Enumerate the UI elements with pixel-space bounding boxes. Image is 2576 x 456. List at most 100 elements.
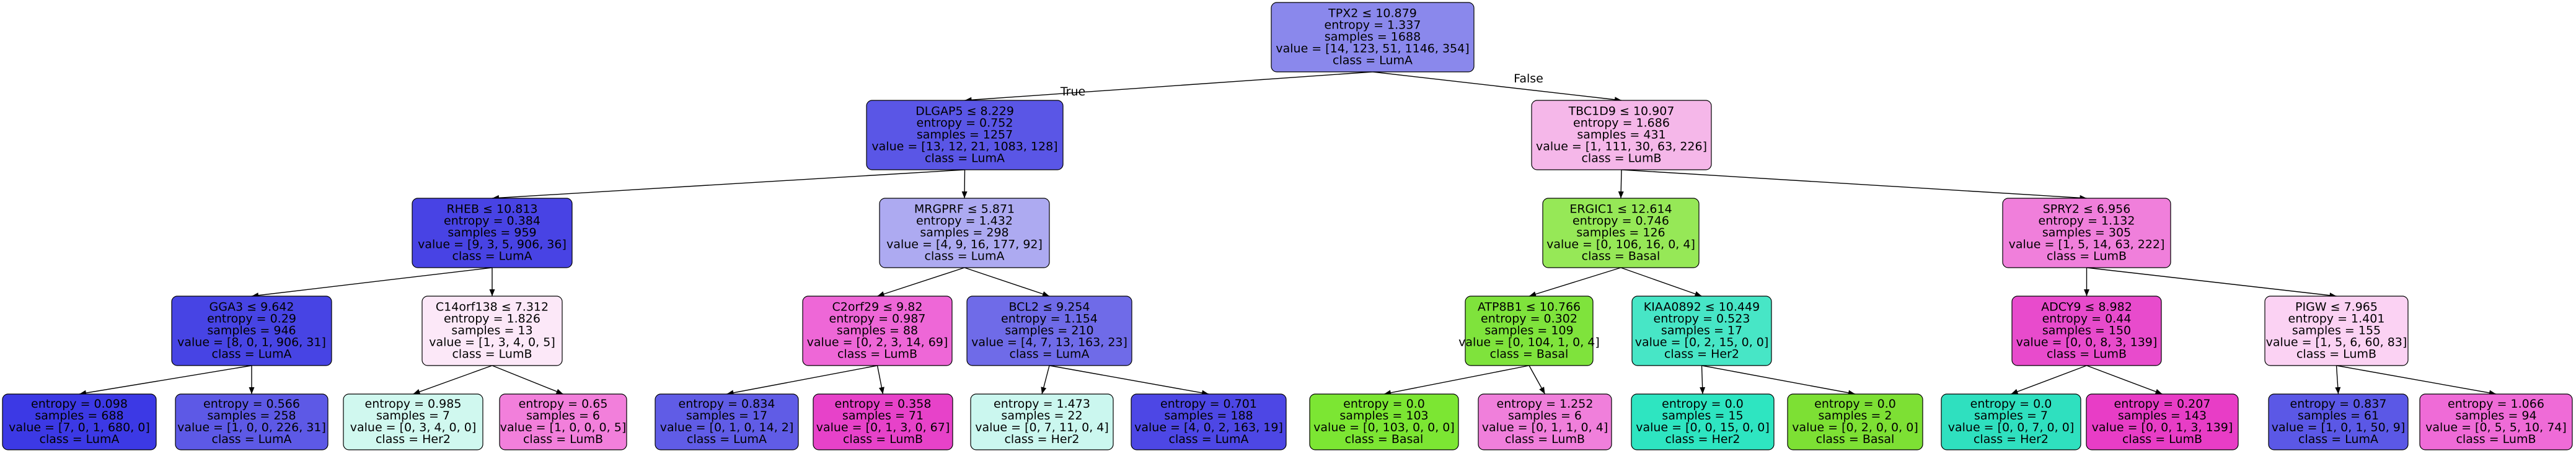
node-box bbox=[2002, 198, 2171, 268]
node-line: samples = 2 bbox=[1818, 409, 1892, 423]
node-box bbox=[421, 296, 563, 366]
edge-label-true: True bbox=[1060, 85, 1085, 99]
node-line: class = Her2 bbox=[1974, 432, 2049, 446]
node-line: value = [4, 0, 2, 163, 19] bbox=[1134, 421, 1283, 434]
edge-arrowhead bbox=[878, 387, 884, 394]
tree-edge bbox=[1372, 71, 1622, 101]
node-line: class = LumB bbox=[2122, 432, 2202, 446]
node-line: samples = 6 bbox=[526, 409, 600, 423]
node-line: ADCY9 ≤ 8.982 bbox=[2041, 300, 2132, 314]
tree-edge bbox=[492, 365, 563, 395]
node-line: entropy = 0.752 bbox=[917, 116, 1013, 130]
edge-arrowhead bbox=[2084, 289, 2089, 296]
node-line: value = [1, 0, 0, 0, 5] bbox=[500, 421, 626, 434]
node-box bbox=[802, 296, 953, 366]
node-line: samples = 22 bbox=[1001, 409, 1082, 423]
edge-arrowhead bbox=[961, 191, 968, 198]
node-line: entropy = 0.44 bbox=[2042, 312, 2132, 326]
node-line: samples = 155 bbox=[2292, 324, 2381, 338]
node-line: entropy = 0.0 bbox=[1662, 397, 1744, 411]
node-line: value = [9, 3, 5, 906, 36] bbox=[418, 238, 567, 252]
node-line: class = LumA bbox=[212, 432, 292, 446]
node-line: value = [0, 5, 5, 10, 74] bbox=[2425, 421, 2567, 434]
edge-arrowhead bbox=[1539, 387, 1545, 394]
node-line: samples = 1688 bbox=[1325, 30, 1421, 44]
edge-arrowhead bbox=[1529, 291, 1537, 297]
node-line: C2orf29 ≤ 9.82 bbox=[832, 300, 923, 314]
node-box bbox=[879, 198, 1050, 268]
node-box bbox=[2086, 393, 2239, 450]
node-line: samples = 188 bbox=[1164, 409, 1253, 423]
tree-edge bbox=[964, 71, 1373, 101]
node-box bbox=[2268, 393, 2409, 450]
tree-edge bbox=[2011, 365, 2087, 395]
tree-edge bbox=[1621, 169, 2087, 199]
node-line: class = LumA bbox=[40, 432, 120, 446]
edge-arrowhead bbox=[413, 389, 421, 395]
edge-labels-layer: True False bbox=[1060, 72, 1543, 99]
node-box bbox=[1542, 198, 1700, 268]
node-line: samples = 71 bbox=[842, 409, 924, 423]
node-line: TPX2 ≤ 10.879 bbox=[1328, 7, 1417, 20]
node-line: value = [8, 0, 1, 906, 31] bbox=[177, 336, 326, 349]
node-line: entropy = 1.066 bbox=[2448, 397, 2544, 411]
node-line: SPRY2 ≤ 6.956 bbox=[2043, 203, 2131, 216]
node-line: class = Her2 bbox=[1664, 348, 1739, 361]
node-line: class = LumB bbox=[1505, 432, 1585, 446]
node-line: entropy = 0.0 bbox=[1970, 397, 2052, 411]
node-line: samples = 959 bbox=[448, 226, 536, 240]
tree-edge bbox=[1701, 365, 1856, 395]
node-line: entropy = 0.837 bbox=[2290, 397, 2387, 411]
node-line: ERGIC1 ≤ 12.614 bbox=[1569, 203, 1672, 216]
node-line: C14orf138 ≤ 7.312 bbox=[436, 300, 549, 314]
node-line: value = [4, 7, 13, 163, 23] bbox=[971, 336, 1127, 349]
tree-edge bbox=[1528, 267, 1621, 297]
node-line: entropy = 1.154 bbox=[1001, 312, 1098, 326]
node-line: samples = 94 bbox=[2455, 409, 2536, 423]
node-line: samples = 109 bbox=[1484, 324, 1573, 338]
node-line: entropy = 0.746 bbox=[1573, 214, 1669, 228]
tree-edge bbox=[2086, 365, 2163, 395]
edge-arrowhead bbox=[1618, 191, 1624, 198]
node-line: value = [1, 3, 4, 0, 5] bbox=[429, 336, 555, 349]
node-line: value = [0, 0, 1, 3, 139] bbox=[2092, 421, 2233, 434]
node-line: samples = 6 bbox=[1508, 409, 1582, 423]
node-line: entropy = 0.0 bbox=[1814, 397, 1896, 411]
node-line: class = LumA bbox=[1169, 432, 1249, 446]
node-line: samples = 946 bbox=[207, 324, 296, 338]
edge-arrowhead bbox=[489, 289, 495, 296]
node-line: value = [1, 111, 30, 63, 226] bbox=[1536, 140, 1707, 154]
node-line: RHEB ≤ 10.813 bbox=[446, 203, 537, 216]
node-line: value = [13, 12, 21, 1083, 128] bbox=[871, 140, 1057, 154]
node-line: value = [1, 5, 14, 63, 222] bbox=[2009, 238, 2165, 252]
tree-edge bbox=[964, 267, 1050, 297]
node-line: class = LumB bbox=[2047, 250, 2127, 263]
node-box bbox=[1271, 2, 1475, 72]
node-line: class = LumB bbox=[2456, 432, 2536, 446]
edge-arrowhead bbox=[2155, 388, 2163, 395]
node-line: entropy = 1.473 bbox=[994, 397, 1090, 411]
tree-edge bbox=[1049, 365, 1209, 395]
node-box bbox=[866, 100, 1064, 170]
node-line: entropy = 1.826 bbox=[444, 312, 540, 326]
edge-arrowhead bbox=[555, 388, 563, 395]
node-line: samples = 258 bbox=[207, 409, 296, 423]
node-line: entropy = 0.0 bbox=[1343, 397, 1425, 411]
node-line: class = LumA bbox=[452, 250, 532, 263]
node-line: KIAA0892 ≤ 10.449 bbox=[1644, 300, 1760, 314]
